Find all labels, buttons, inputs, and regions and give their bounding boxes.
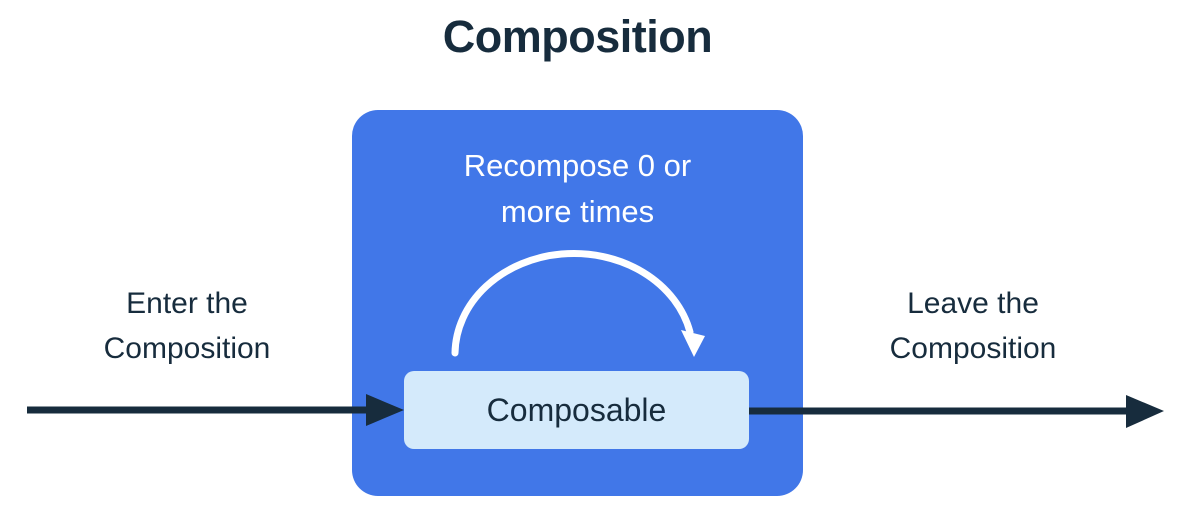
leave-arrowhead-icon [1126,395,1164,428]
composable-label: Composable [486,391,667,428]
recompose-label: Recompose 0 or more times [463,148,692,229]
diagram-title: Composition [442,11,713,62]
composable-box: Composable [404,371,749,449]
leave-arrow [748,395,1164,428]
enter-composition-label: Enter the Composition [103,287,271,365]
enter-arrow [27,394,404,426]
leave-composition-label: Leave the Composition [889,287,1057,365]
